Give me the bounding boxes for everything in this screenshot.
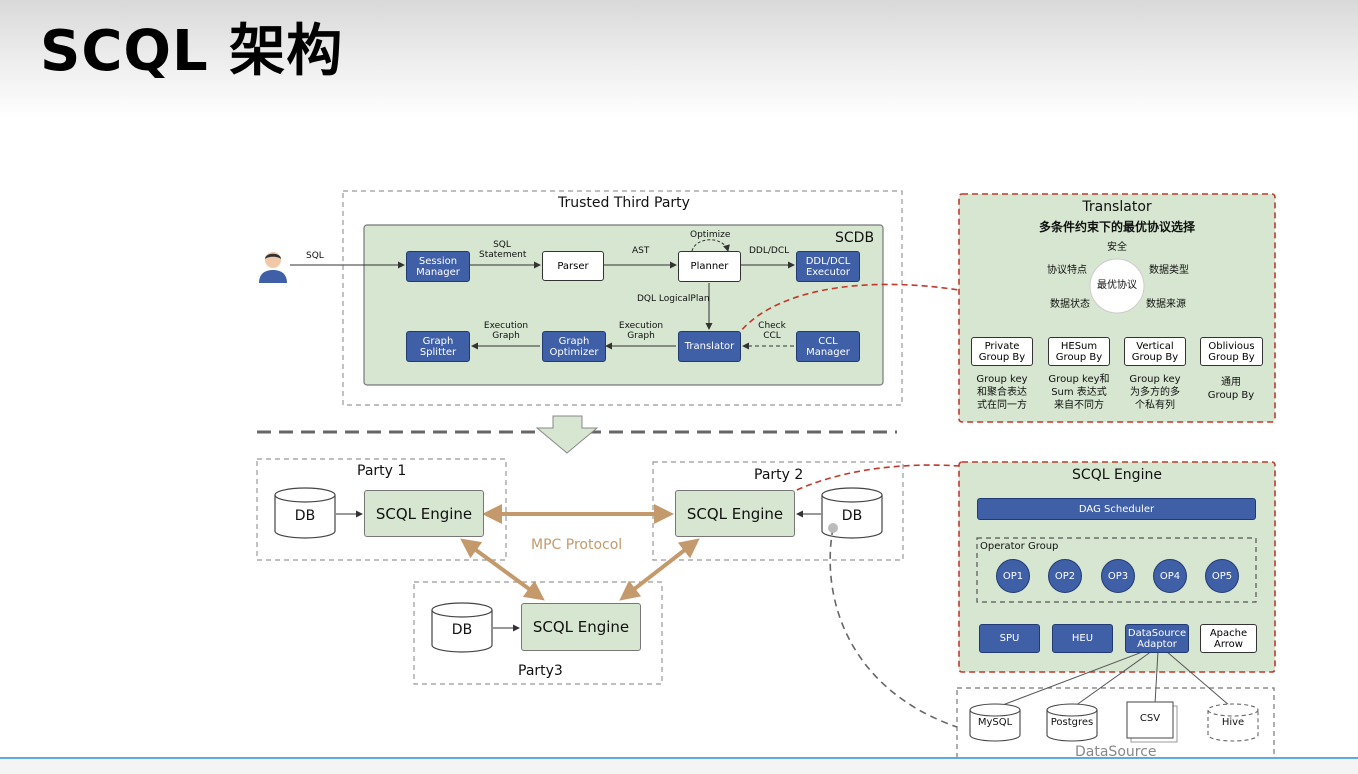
vertical-groupby-box[interactable]: Vertical Group By — [1124, 337, 1186, 366]
hive-label: Hive — [1221, 717, 1245, 728]
factor-right-bottom: 数据来源 — [1146, 299, 1186, 310]
ddl-executor-box[interactable]: DDL/DCL Executor — [796, 251, 860, 282]
party1-label: Party 1 — [357, 463, 407, 479]
footer-band — [0, 759, 1358, 774]
dag-scheduler-bar[interactable]: DAG Scheduler — [977, 498, 1256, 520]
ccl-manager-box[interactable]: CCL Manager — [796, 331, 860, 362]
party3-frame — [413, 581, 663, 685]
csv-label: CSV — [1139, 713, 1161, 724]
mysql-cylinder — [969, 703, 1021, 742]
sql-label: SQL — [306, 251, 324, 261]
factor-top: 安全 — [1107, 242, 1127, 253]
exec-graph-label-left: Execution Graph — [483, 321, 529, 341]
oblivious-groupby-box[interactable]: Oblivious Group By — [1200, 337, 1263, 366]
op4-node[interactable]: OP4 — [1153, 559, 1187, 593]
db-label-party2: DB — [841, 508, 863, 524]
graph-splitter-box[interactable]: Graph Splitter — [406, 331, 470, 362]
db-cylinder-party1 — [274, 487, 336, 539]
engine-panel-title: SCQL Engine — [1072, 467, 1162, 483]
check-ccl-label: Check CCL — [758, 321, 786, 341]
private-groupby-box[interactable]: Private Group By — [971, 337, 1033, 366]
party3-label: Party3 — [518, 663, 563, 679]
scql-engine-party1[interactable]: SCQL Engine — [364, 490, 484, 537]
party2-frame — [652, 461, 904, 561]
db-label-party1: DB — [294, 508, 316, 524]
mysql-label: MySQL — [977, 717, 1013, 728]
ast-label: AST — [632, 246, 650, 256]
db-cylinder-party3 — [431, 602, 493, 653]
heu-box[interactable]: HEU — [1052, 624, 1113, 653]
planner-box[interactable]: Planner — [678, 251, 741, 282]
factor-center: 最优协议 — [1097, 280, 1137, 291]
mpc-protocol-label: MPC Protocol — [531, 537, 623, 553]
db-label-party3: DB — [451, 622, 473, 638]
postgres-label: Postgres — [1050, 717, 1094, 728]
spu-box[interactable]: SPU — [979, 624, 1040, 653]
apache-arrow-box[interactable]: Apache Arrow — [1200, 624, 1257, 653]
exec-graph-label-right: Execution Graph — [618, 321, 664, 341]
op3-node[interactable]: OP3 — [1101, 559, 1135, 593]
graph-optimizer-box[interactable]: Graph Optimizer — [542, 331, 606, 362]
op1-node[interactable]: OP1 — [996, 559, 1030, 593]
csv-doc-icon — [1126, 701, 1178, 743]
hesum-groupby-box[interactable]: HESum Group By — [1048, 337, 1110, 366]
session-manager-box[interactable]: Session Manager — [406, 251, 470, 282]
vertical-groupby-desc: Group key 为多方的多 个私有列 — [1129, 374, 1181, 411]
sql-statement-label: SQL Statement — [479, 240, 527, 260]
factor-left-bottom: 数据状态 — [1050, 299, 1090, 310]
parser-box[interactable]: Parser — [542, 251, 604, 281]
op5-node[interactable]: OP5 — [1205, 559, 1239, 593]
datasource-adaptor-box[interactable]: DataSource Adaptor — [1125, 624, 1189, 653]
scql-engine-party3[interactable]: SCQL Engine — [521, 603, 641, 651]
scql-engine-party2[interactable]: SCQL Engine — [675, 490, 795, 537]
factor-right-top: 数据类型 — [1149, 265, 1189, 276]
ttp-frame — [342, 190, 903, 406]
user-avatar-icon — [259, 252, 287, 283]
hesum-groupby-desc: Group key和 Sum 表达式 来自不同方 — [1048, 374, 1110, 411]
party2-label: Party 2 — [754, 467, 804, 483]
ddl-dcl-label: DDL/DCL — [749, 246, 790, 256]
down-arrow-icon — [535, 415, 599, 454]
dql-plan-label: DQL LogicalPlan — [637, 294, 710, 304]
oblivious-groupby-desc: 通用 Group By — [1207, 377, 1255, 401]
ttp-title: Trusted Third Party — [558, 195, 690, 211]
postgres-cylinder — [1046, 703, 1098, 742]
footer-line — [0, 757, 1358, 759]
header-band — [0, 0, 1358, 118]
translator-panel-title: Translator — [1082, 199, 1152, 215]
translator-box[interactable]: Translator — [678, 331, 741, 362]
datasource-label: DataSource — [1075, 744, 1157, 760]
scdb-label: SCDB — [835, 230, 875, 246]
page-title: SCQL 架构 — [40, 19, 344, 84]
factor-left-top: 协议特点 — [1047, 265, 1087, 276]
private-groupby-desc: Group key 和聚合表达 式在同一方 — [976, 374, 1028, 411]
optimize-label: Optimize — [690, 230, 731, 240]
operator-group-frame — [976, 537, 1257, 603]
translator-panel-subtitle: 多条件约束下的最优协议选择 — [1038, 220, 1195, 234]
hive-cylinder — [1207, 703, 1259, 742]
operator-group-label: Operator Group — [980, 541, 1059, 552]
op2-node[interactable]: OP2 — [1048, 559, 1082, 593]
